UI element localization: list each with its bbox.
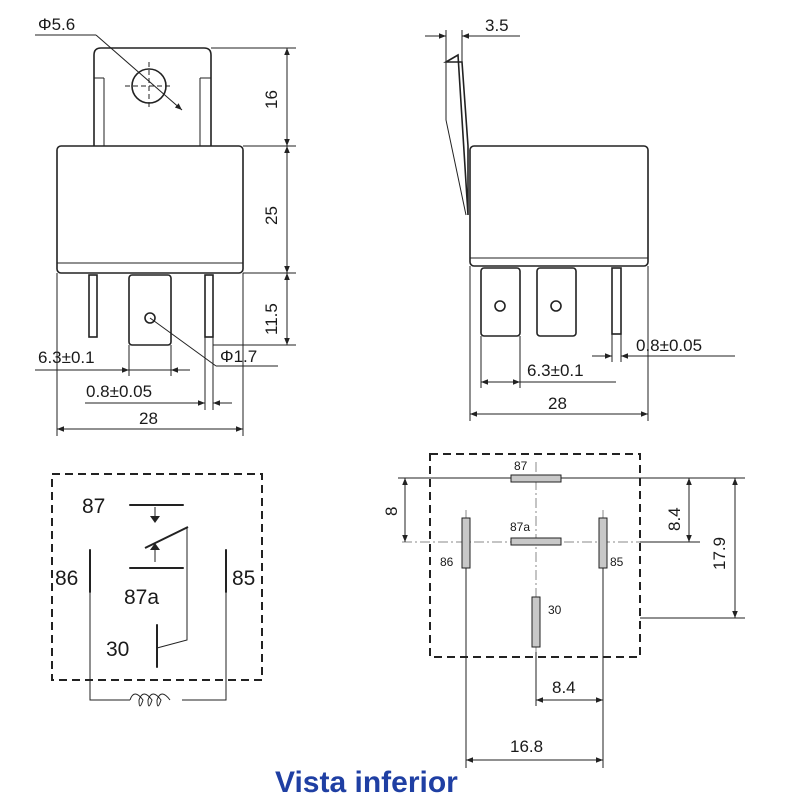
bottom-pin-87a: [510, 537, 562, 546]
bottom-pin-30: [531, 596, 541, 648]
schematic-label-85: 85: [232, 567, 255, 590]
bottom-pin-86: [461, 517, 471, 569]
bottom-view-caption: Vista inferior: [275, 766, 458, 799]
bottom-label-30: 30: [548, 603, 562, 617]
side-pin-3: [611, 267, 622, 335]
bottom-label-85: 85: [610, 555, 624, 569]
bottom-label-86: 86: [440, 555, 454, 569]
side-pin-thickness-label: 0.8±0.05: [636, 336, 702, 355]
pin-left: [88, 274, 98, 338]
pin-length-label: 11.5: [262, 303, 281, 335]
schematic-label-87a: 87a: [124, 586, 159, 609]
front-pin-thickness-label: 0.8±0.05: [86, 382, 152, 401]
pin-center: [128, 274, 172, 346]
bottom-view: 87 87a 86 85 30 8 8.4 17.9 8.4 16.8: [382, 453, 745, 768]
pin-right: [204, 274, 214, 338]
bracket-thickness-label: 3.5: [485, 16, 509, 35]
side-view: 3.5 0.8±0.05 6.3±0.1 28: [425, 16, 735, 421]
dim-16-8-label: 16.8: [510, 737, 543, 756]
front-view: Φ5.6 16 25 11.5 6.3±0.1 Φ1.7 0.8±0.05: [35, 15, 296, 436]
schematic-label-30: 30: [106, 638, 129, 661]
side-width-label: 28: [548, 394, 567, 413]
schematic-label-87: 87: [82, 495, 105, 518]
dim-8-4-horizontal-label: 8.4: [552, 678, 576, 697]
dim-8-4-vertical-label: 8.4: [665, 507, 684, 531]
bottom-pin-85: [598, 517, 608, 569]
dim-8-label: 8: [382, 507, 401, 516]
side-pin-width-label: 6.3±0.1: [527, 361, 584, 380]
relay-schematic: 87 87a 86 85 30: [51, 473, 263, 707]
hole-diameter-label: Φ5.6: [38, 15, 75, 34]
body-height-label: 25: [262, 206, 281, 225]
coil-symbol: [129, 693, 171, 707]
bottom-label-87a: 87a: [510, 520, 530, 534]
bottom-label-87: 87: [514, 459, 528, 473]
pin-hole-label: Φ1.7: [220, 347, 257, 366]
bracket-height-label: 16: [262, 90, 281, 109]
front-width-label: 28: [139, 409, 158, 428]
front-pin-width-label: 6.3±0.1: [38, 348, 95, 367]
bottom-pin-87: [510, 474, 562, 483]
relay-body: [56, 145, 244, 274]
side-bracket: [443, 53, 469, 216]
side-relay-body: [469, 145, 649, 267]
bottom-view-frame: [429, 453, 641, 658]
dim-17-9-label: 17.9: [710, 537, 729, 570]
schematic-frame: [51, 473, 263, 681]
schematic-label-86: 86: [55, 567, 78, 590]
